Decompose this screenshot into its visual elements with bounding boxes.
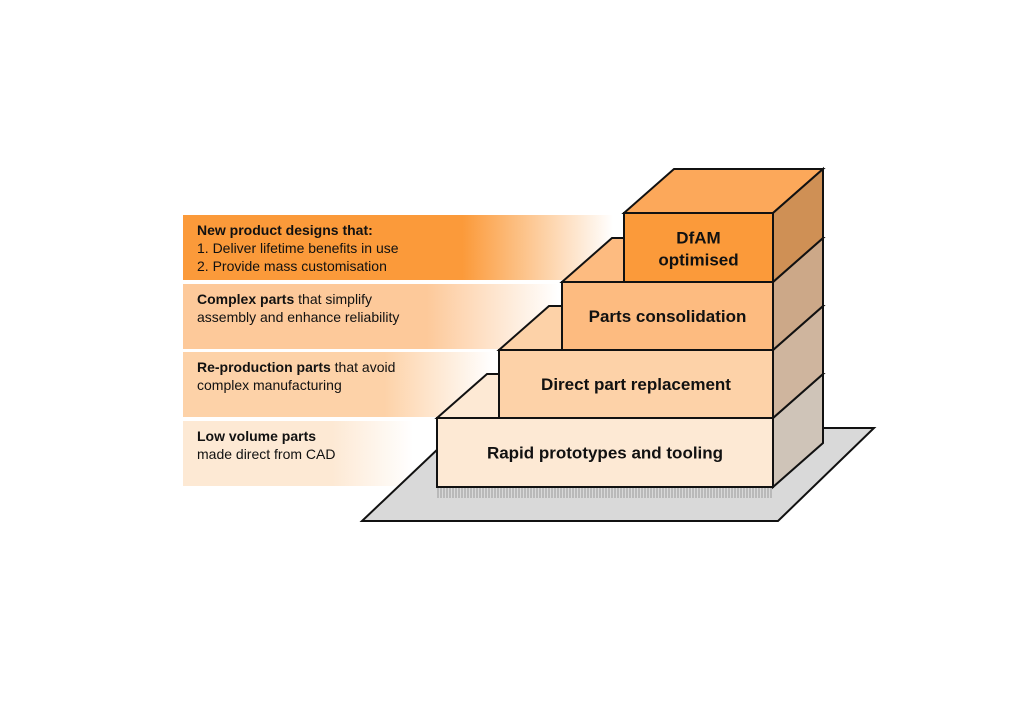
band-line: made direct from CAD	[197, 446, 336, 462]
step-label: Direct part replacement	[541, 375, 731, 394]
band-bold: Re-production parts	[197, 359, 331, 375]
band-line: complex manufacturing	[197, 377, 342, 393]
step-label: DfAM	[676, 229, 720, 248]
step-front-face	[623, 212, 774, 283]
band-low-volume: Low volume parts made direct from CAD	[183, 421, 413, 486]
step-side-face	[772, 166, 824, 285]
step-label: optimised	[658, 251, 738, 270]
band-rest: that avoid	[330, 359, 396, 375]
band-line: assembly and enhance reliability	[197, 309, 400, 325]
band-line: 2. Provide mass customisation	[197, 258, 387, 274]
band-line: 1. Deliver lifetime benefits in use	[197, 240, 399, 256]
step-label: Rapid prototypes and tooling	[487, 444, 723, 463]
step-label: Parts consolidation	[589, 307, 747, 326]
band-bold: Complex parts	[197, 291, 295, 307]
band-complex: Complex parts that simplify assembly and…	[183, 284, 558, 349]
band-new-designs: New product designs that: 1. Deliver lif…	[183, 215, 613, 280]
band-bold: New product designs that:	[197, 222, 373, 238]
band-rest: that simplify	[294, 291, 373, 307]
band-bold: Low volume parts	[197, 428, 317, 444]
band-reproduction: Re-production parts that avoid complex m…	[183, 352, 493, 417]
